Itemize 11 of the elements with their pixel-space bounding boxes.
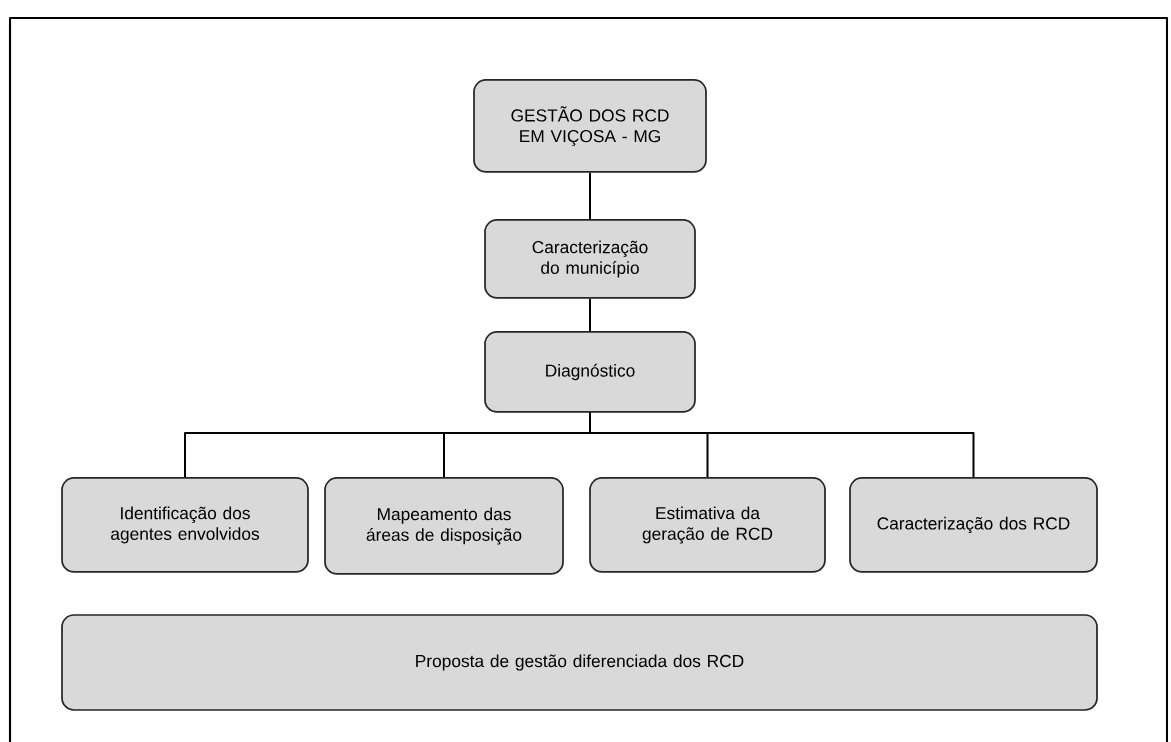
process-box: Diagnóstico [484, 331, 696, 413]
process-box: GESTÃO DOS RCD EM VIÇOSA - MG [473, 79, 707, 173]
process-box: Identificação dos agentes envolvidos [61, 477, 309, 573]
process-box: Mapeamento das áreas de disposição [324, 477, 564, 575]
process-box: Caracterização dos RCD [849, 477, 1098, 573]
connector-line [589, 411, 975, 479]
connector-line [589, 171, 591, 221]
process-box: Caracterização do município [484, 219, 696, 299]
connector-line [589, 297, 591, 333]
proposal-box: Proposta de gestão diferenciada dos RCD [61, 614, 1098, 711]
process-box: Estimativa da geração de RCD [589, 477, 826, 573]
